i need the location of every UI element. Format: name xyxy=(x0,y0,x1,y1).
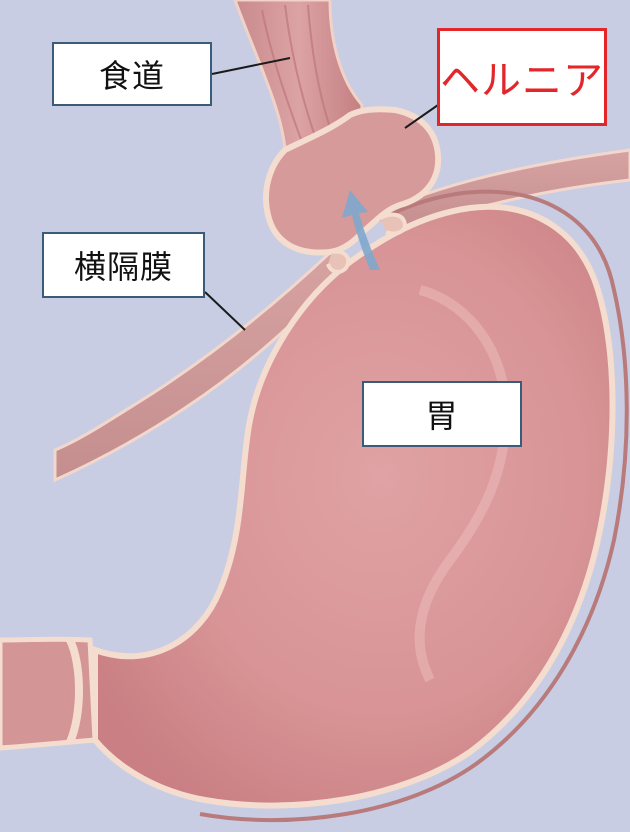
diaphragm-label: 横隔膜 xyxy=(42,232,205,298)
hernia-label: ヘルニア xyxy=(437,28,607,126)
esophagus-label: 食道 xyxy=(52,42,212,106)
stomach-label: 胃 xyxy=(362,381,522,447)
